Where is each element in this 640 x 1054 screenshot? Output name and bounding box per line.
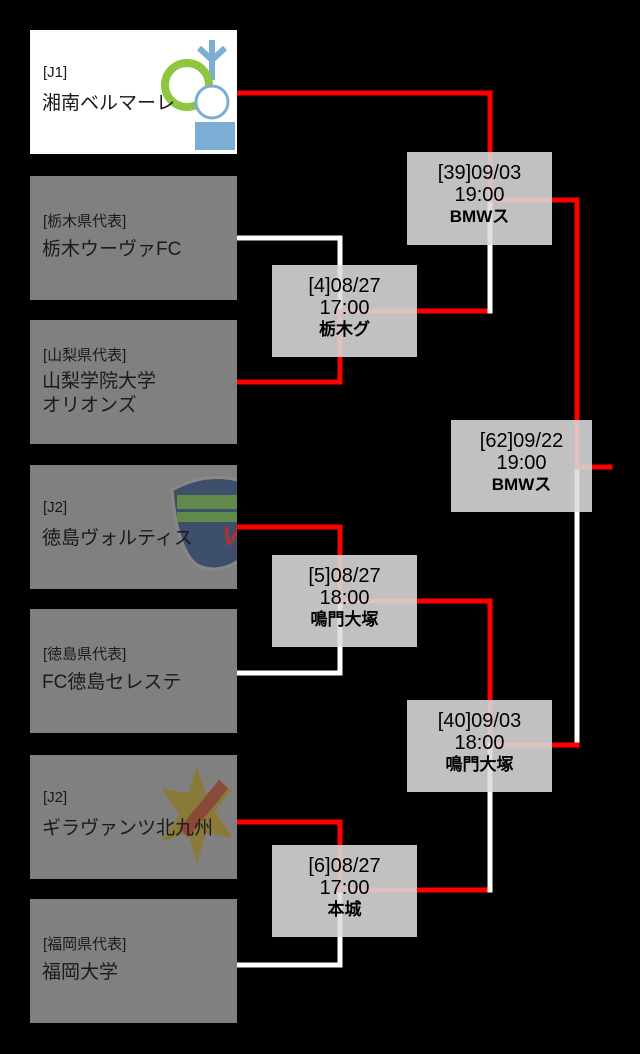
team-level: [栃木県代表] bbox=[43, 213, 127, 230]
giravanz-logo-icon bbox=[161, 766, 233, 865]
team-yamanashi-gakuin[interactable]: [山梨県代表] 山梨学院大学 オリオンズ bbox=[30, 320, 237, 444]
shonan-logo-icon bbox=[161, 40, 235, 150]
match-id-date: [6]08/27 bbox=[308, 855, 381, 877]
match-venue: 本城 bbox=[327, 900, 362, 919]
match-time: 18:00 bbox=[454, 732, 505, 754]
svg-text:Vo: Vo bbox=[222, 521, 237, 551]
team-name: 栃木ウーヴァFC bbox=[42, 239, 182, 260]
team-level: [J2] bbox=[43, 789, 68, 806]
team-name: FC徳島セレステ bbox=[42, 672, 182, 693]
match-5[interactable]: [5]08/27 18:00 鳴門大塚 bbox=[272, 555, 417, 647]
team-level: [J2] bbox=[43, 499, 68, 516]
match-venue: 栃木グ bbox=[319, 320, 370, 339]
match-venue: BMWス bbox=[449, 207, 510, 226]
team-level: [山梨県代表] bbox=[43, 347, 127, 364]
tokushima-logo-icon: Vo bbox=[170, 476, 237, 571]
match-4[interactable]: [4]08/27 17:00 栃木グ bbox=[272, 265, 417, 357]
team-fukuoka-univ[interactable]: [福岡県代表] 福岡大学 bbox=[30, 899, 237, 1023]
match-id-date: [40]09/03 bbox=[437, 710, 522, 732]
match-time: 19:00 bbox=[496, 452, 547, 474]
match-62[interactable]: [62]09/22 19:00 BMWス bbox=[451, 420, 592, 512]
match-time: 19:00 bbox=[454, 184, 505, 206]
match-id-date: [39]09/03 bbox=[437, 162, 522, 184]
team-name: ギラヴァンツ北九州 bbox=[42, 818, 214, 839]
team-name: 福岡大学 bbox=[42, 962, 119, 983]
match-6[interactable]: [6]08/27 17:00 本城 bbox=[272, 845, 417, 937]
match-time: 17:00 bbox=[319, 297, 370, 319]
team-tokushima-vortis[interactable]: Vo [J2] 徳島ヴォルティス bbox=[30, 465, 237, 589]
team-tochigi-uva[interactable]: [栃木県代表] 栃木ウーヴァFC bbox=[30, 176, 237, 300]
team-name: 湘南ベルマーレ bbox=[42, 93, 176, 114]
team-level: [J1] bbox=[43, 64, 68, 81]
match-40[interactable]: [40]09/03 18:00 鳴門大塚 bbox=[407, 700, 552, 792]
team-shonan[interactable]: [J1] 湘南ベルマーレ bbox=[30, 30, 237, 154]
team-name: 徳島ヴォルティス bbox=[42, 528, 193, 549]
team-name: 山梨学院大学 オリオンズ bbox=[42, 371, 157, 416]
team-giravanz[interactable]: [J2] ギラヴァンツ北九州 bbox=[30, 755, 237, 879]
match-time: 18:00 bbox=[319, 587, 370, 609]
match-39[interactable]: [39]09/03 19:00 BMWス bbox=[407, 152, 552, 245]
match-venue: 鳴門大塚 bbox=[310, 610, 379, 629]
team-level: [福岡県代表] bbox=[43, 936, 127, 953]
match-venue: 鳴門大塚 bbox=[445, 755, 514, 774]
match-id-date: [62]09/22 bbox=[479, 430, 564, 452]
team-level: [徳島県代表] bbox=[43, 646, 127, 663]
match-id-date: [5]08/27 bbox=[308, 565, 381, 587]
match-id-date: [4]08/27 bbox=[308, 275, 381, 297]
match-venue: BMWス bbox=[491, 475, 552, 494]
match-time: 17:00 bbox=[319, 877, 370, 899]
team-fc-tokushima-celeste[interactable]: [徳島県代表] FC徳島セレステ bbox=[30, 609, 237, 733]
